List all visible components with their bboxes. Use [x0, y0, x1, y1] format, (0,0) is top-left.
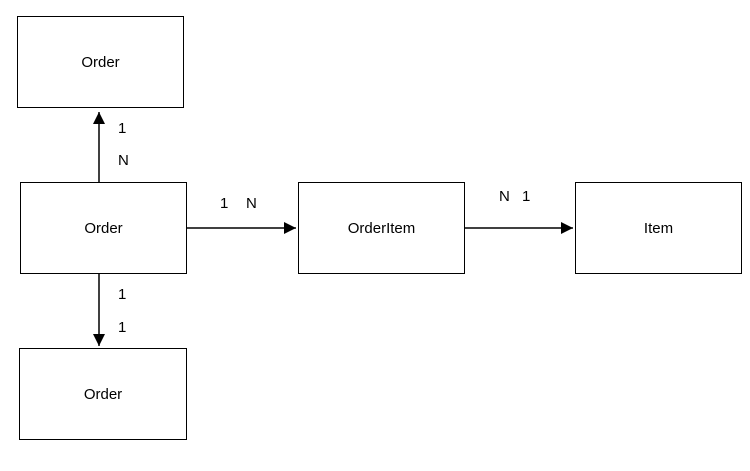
cardinality-center-bottom-near-center: 1: [118, 286, 127, 303]
entity-order-center-label: Order: [84, 219, 123, 237]
cardinality-orderitem-item-source: N: [499, 188, 510, 205]
entity-order-bottom-label: Order: [83, 385, 123, 403]
entity-item-label: Item: [643, 219, 674, 237]
cardinality-center-bottom-near-bottom: 1: [118, 319, 127, 336]
cardinality-order-orderitem-target: N: [246, 195, 257, 212]
cardinality-orderitem-item-target: 1: [522, 188, 531, 205]
cardinality-center-top-near-top: 1: [118, 120, 127, 137]
cardinality-order-orderitem-source: 1: [220, 195, 229, 212]
entity-order-item-label: OrderItem: [347, 219, 416, 237]
entity-order-top: Order: [17, 16, 184, 108]
entity-order-center: Order: [20, 182, 187, 274]
entity-order-item: OrderItem: [298, 182, 465, 274]
cardinality-center-top-near-center: N: [118, 152, 129, 169]
entity-order-bottom: Order: [19, 348, 187, 440]
entity-order-top-label: Order: [81, 53, 120, 71]
entity-item: Item: [575, 182, 742, 274]
